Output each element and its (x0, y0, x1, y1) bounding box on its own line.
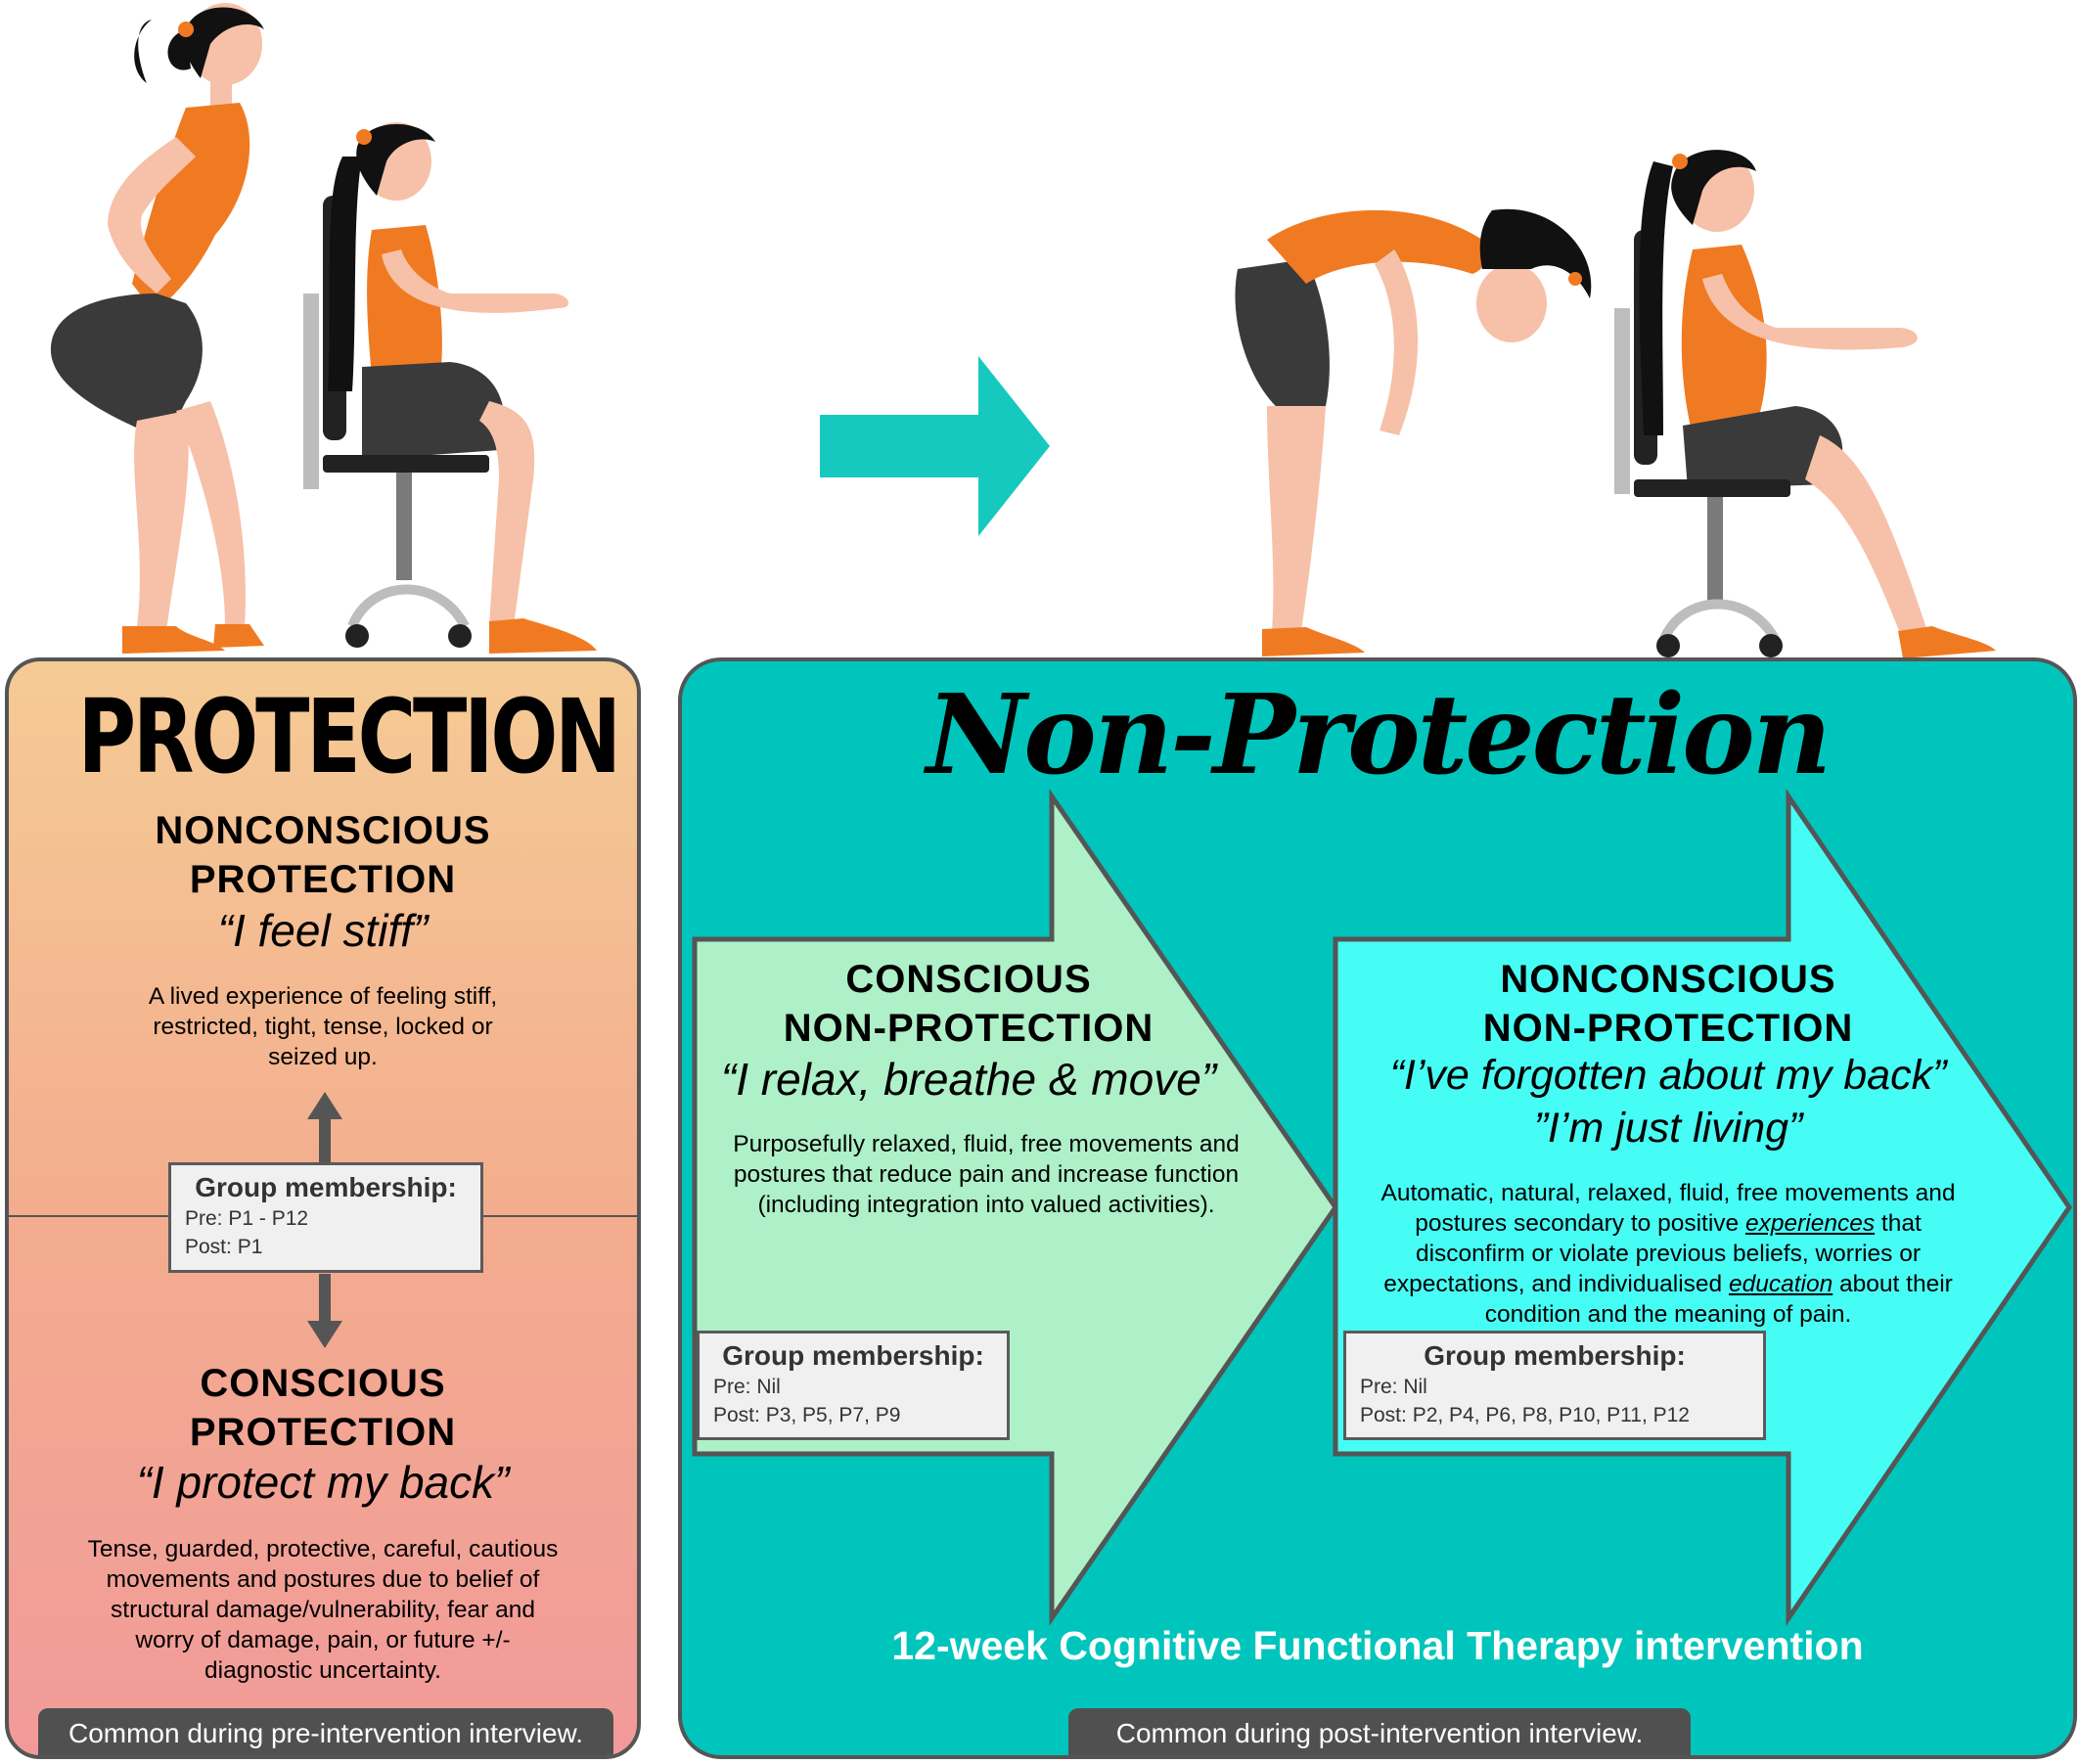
quote-line: ”I’m just living” (1533, 1105, 1803, 1152)
heading-line: CONSCIOUS (845, 958, 1092, 1001)
nonconscious-non-protection-group-box: Group membership: Pre: Nil Post: P2, P4,… (1343, 1331, 1766, 1440)
description-line: expectations, and individualised educati… (1335, 1269, 2001, 1299)
nonconscious-protection-heading: NONCONSCIOUS PROTECTION (9, 806, 637, 904)
heading-line: CONSCIOUS (200, 1362, 446, 1405)
description-line: disconfirm or violate previous beliefs, … (1415, 1241, 1922, 1267)
description-text: that (1875, 1210, 1922, 1237)
description-line: condition and the meaning of pain. (1484, 1301, 1852, 1328)
nonconscious-non-protection-quote: “I’ve forgotten about my back” ”I’m just… (1335, 1049, 2001, 1154)
description-line: A lived experience of feeling stiff, (148, 983, 498, 1010)
description-text: about their (1833, 1271, 1953, 1297)
group-membership-post: Post: P1 (185, 1236, 263, 1258)
description-line: Automatic, natural, relaxed, fluid, free… (1380, 1180, 1956, 1206)
arrow-up-icon (307, 1092, 342, 1166)
group-membership-post: Post: P3, P5, P7, P9 (713, 1404, 901, 1426)
post-intervention-footer: Common during post-intervention intervie… (1068, 1708, 1691, 1755)
protection-title: PROTECTION (77, 677, 621, 796)
transition-arrow-icon (820, 356, 1050, 536)
education-emphasis: education (1728, 1271, 1833, 1297)
conscious-non-protection-description: Purposefully relaxed, fluid, free moveme… (695, 1129, 1278, 1220)
conscious-protection-quote: “I protect my back” (136, 1457, 510, 1508)
description-line: Purposefully relaxed, fluid, free moveme… (733, 1131, 1240, 1157)
description-line: structural damage/vulnerability, fear an… (111, 1597, 535, 1623)
heading-line: NONCONSCIOUS (155, 809, 491, 852)
group-membership-title: Group membership: (195, 1172, 457, 1202)
nonconscious-non-protection-description: Automatic, natural, relaxed, fluid, free… (1335, 1178, 2001, 1330)
non-protection-title: Non-Protection (926, 671, 1833, 799)
woman-seated-rigid-illustration (303, 122, 597, 654)
group-membership-post: Post: P2, P4, P6, P8, P10, P11, P12 (1360, 1404, 1690, 1426)
description-text: expectations, and individualised (1383, 1271, 1729, 1297)
pre-intervention-footer: Common during pre-intervention interview… (38, 1708, 613, 1755)
heading-line: PROTECTION (189, 858, 457, 901)
conscious-non-protection-heading: CONSCIOUS NON-PROTECTION (695, 955, 1243, 1053)
intervention-label: 12-week Cognitive Functional Therapy int… (891, 1623, 1864, 1668)
description-line: postures secondary to positive experienc… (1335, 1208, 2001, 1239)
description-line: seized up. (268, 1044, 378, 1070)
description-text: postures secondary to positive (1415, 1210, 1745, 1237)
woman-bending-forward-illustration (1235, 208, 1592, 656)
group-membership-pre: Pre: Nil (713, 1376, 781, 1398)
conscious-protection-heading: CONSCIOUS PROTECTION (9, 1359, 637, 1457)
experiences-emphasis: experiences (1744, 1210, 1876, 1237)
arrow-down-icon (307, 1274, 342, 1348)
heading-line: NON-PROTECTION (783, 1007, 1154, 1050)
group-membership-title: Group membership: (722, 1340, 984, 1371)
description-line: diagnostic uncertainty. (204, 1657, 441, 1684)
group-membership-title: Group membership: (1424, 1340, 1686, 1371)
quote-line: “I’ve forgotten about my back” (1389, 1052, 1947, 1099)
woman-seated-relaxed-illustration (1614, 150, 1996, 658)
heading-line: NON-PROTECTION (1482, 1007, 1854, 1050)
group-membership-pre: Pre: Nil (1360, 1376, 1427, 1398)
woman-standing-holding-back-illustration (50, 3, 264, 654)
description-line: movements and postures due to belief of (106, 1566, 540, 1593)
nonconscious-non-protection-heading: NONCONSCIOUS NON-PROTECTION (1335, 955, 2001, 1053)
description-line: postures that reduce pain and increase f… (733, 1161, 1240, 1188)
description-line: restricted, tight, tense, locked or (153, 1014, 493, 1040)
heading-line: PROTECTION (189, 1411, 457, 1454)
description-line: worry of damage, pain, or future +/- (135, 1627, 511, 1653)
protection-panel: PROTECTION NONCONSCIOUS PROTECTION “I fe… (5, 657, 641, 1759)
description-line: (including integration into valued activ… (757, 1192, 1215, 1218)
non-protection-panel: Non-Protection CONSCIOUS NON-PROTECTION … (678, 657, 2077, 1759)
conscious-protection-description: Tense, guarded, protective, careful, cau… (9, 1534, 637, 1686)
nonconscious-protection-quote: “I feel stiff” (217, 905, 429, 956)
conscious-non-protection-quote: “I relax, breathe & move” (720, 1054, 1217, 1105)
nonconscious-protection-description: A lived experience of feeling stiff, res… (9, 981, 637, 1072)
description-line: Tense, guarded, protective, careful, cau… (87, 1536, 559, 1562)
group-membership-pre: Pre: P1 - P12 (185, 1207, 309, 1230)
heading-line: NONCONSCIOUS (1500, 958, 1836, 1001)
conscious-non-protection-group-box: Group membership: Pre: Nil Post: P3, P5,… (697, 1331, 1010, 1440)
protection-group-membership-box: Group membership: Pre: P1 - P12 Post: P1 (168, 1162, 483, 1273)
